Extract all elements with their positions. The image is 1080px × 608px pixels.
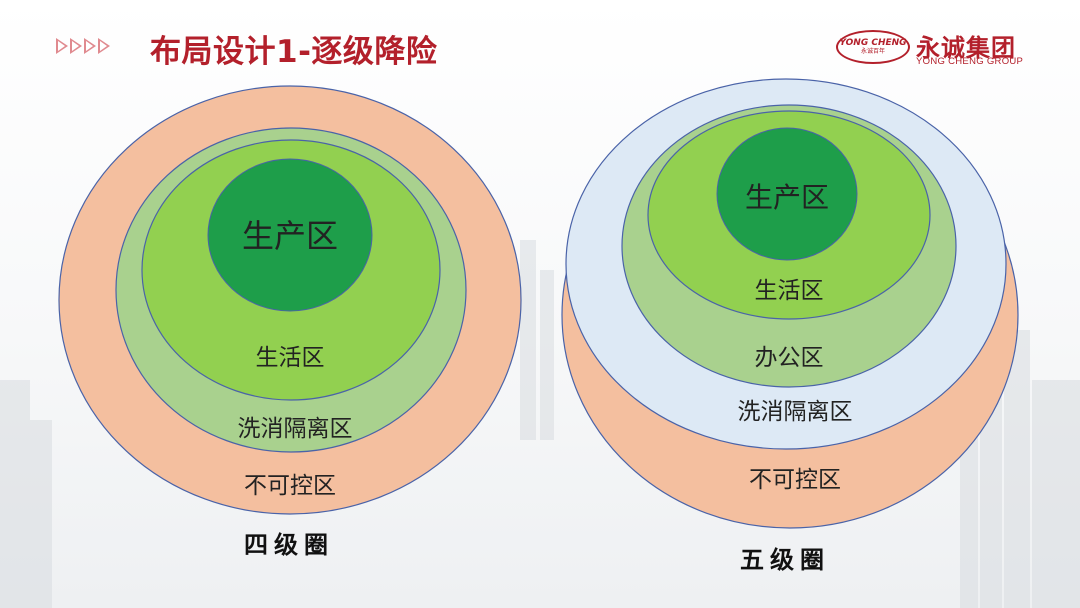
diagram-caption-five-level: 五级圈: [740, 545, 830, 574]
zone-label-disinfection: 洗消隔离区: [738, 399, 853, 425]
arrow-icon: [98, 38, 110, 54]
diagram-caption-four-level: 四级圈: [244, 530, 334, 559]
arrow-icon: [70, 38, 82, 54]
arrow-icon: [84, 38, 96, 54]
five-level-diagram: 生产区 生活区 办公区 洗消隔离区 不可控区: [561, 78, 1019, 529]
page-title: 布局设计1-逐级降险: [150, 34, 438, 70]
four-level-diagram: 生产区 生活区 洗消隔离区 不可控区: [58, 85, 522, 515]
zone-label-office: 办公区: [755, 345, 824, 371]
logo-name-en: YONG CHENG GROUP: [916, 56, 1024, 67]
zone-label-production: 生产区: [242, 217, 338, 255]
logo-badge-subtext: 永诚百年: [860, 48, 885, 55]
zone-label-uncontrolled: 不可控区: [244, 473, 336, 499]
logo-badge: YONG CHENG 永诚百年: [836, 30, 910, 64]
zone-label-living: 生活区: [256, 345, 325, 371]
zone-label-living: 生活区: [755, 278, 824, 304]
production-zone-circle: [207, 158, 373, 312]
title-arrows: [56, 38, 110, 54]
logo-badge-text: YONG CHENG: [839, 38, 907, 48]
production-zone-circle: [716, 127, 858, 261]
zone-label-uncontrolled: 不可控区: [749, 467, 841, 493]
zone-label-disinfection: 洗消隔离区: [238, 416, 353, 442]
header: 布局设计1-逐级降险 YONG CHENG 永诚百年 永诚集团 YONG CHE…: [0, 0, 1080, 80]
zone-label-production: 生产区: [745, 181, 829, 214]
logo-name-cn: 永诚集团: [916, 34, 1016, 62]
company-logo: YONG CHENG 永诚百年 永诚集团 YONG CHENG GROUP: [836, 26, 1032, 70]
arrow-icon: [56, 38, 68, 54]
